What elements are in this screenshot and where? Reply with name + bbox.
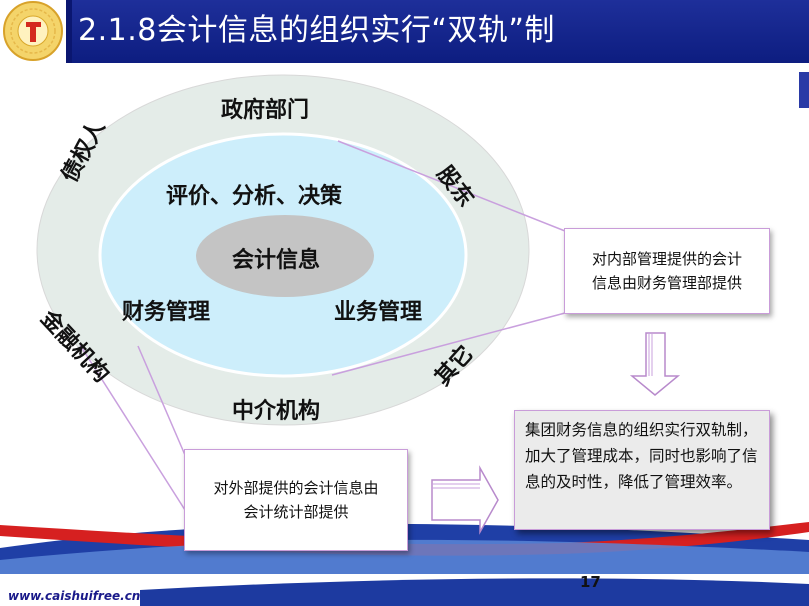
logo [0,0,66,63]
connector-bottom-right [331,312,566,376]
internal-info-line2: 信息由财务管理部提供 [591,274,742,292]
connector-left-b [137,345,186,456]
label-financial-management: 财务管理 [122,300,211,325]
label-accounting-info: 会计信息 [232,248,321,273]
page-title: 2.1.8会计信息的组织实行“双轨”制 [78,13,555,48]
footer-wave-bottom [140,578,809,606]
label-evaluation: 评价、分析、决策 [166,184,343,209]
internal-info-box: 对内部管理提供的会计 信息由财务管理部提供 [564,228,770,314]
right-arrow [431,465,499,535]
connector-top-right [337,140,566,232]
logo-emblem-icon [3,1,63,61]
title-accent [66,0,72,63]
conclusion-box: 集团财务信息的组织实行双轨制，加大了管理成本，同时也影响了信息的及时性，降低了管… [514,410,770,530]
page-number: 17 [580,573,601,591]
external-info-line2: 会计统计部提供 [243,503,349,521]
inner-ellipse [196,215,374,297]
internal-info-line1: 对内部管理提供的会计 [591,250,742,268]
conclusion-text: 集团财务信息的组织实行双轨制，加大了管理成本，同时也影响了信息的及时性，降低了管… [525,421,758,491]
label-business-management: 业务管理 [334,300,423,325]
label-intermediaries: 中介机构 [232,399,321,424]
connector-left-a [79,344,186,511]
external-info-line1: 对外部提供的会计信息由 [213,479,379,497]
side-tab [799,72,809,108]
external-info-box: 对外部提供的会计信息由 会计统计部提供 [184,449,408,551]
footer-url: www.caishuifree.cn [8,589,141,603]
title-bar [0,0,809,63]
down-arrow [629,332,681,396]
label-government: 政府部门 [221,98,310,123]
